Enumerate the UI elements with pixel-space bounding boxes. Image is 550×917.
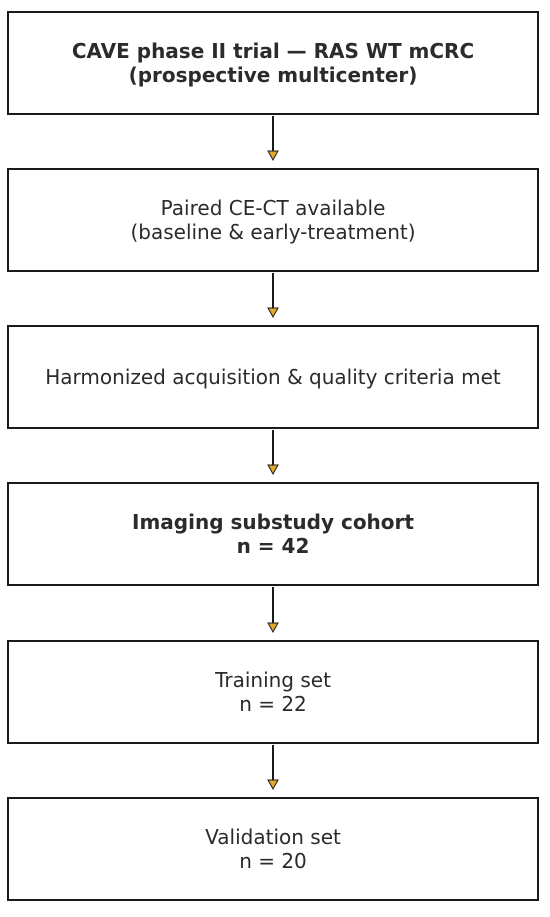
box-training-set-line1: Training set (215, 668, 331, 692)
box-imaging-substudy: Imaging substudy cohort n = 42 (7, 482, 539, 586)
arrow-3 (267, 430, 279, 476)
box-training-set: Training set n = 22 (7, 640, 539, 744)
box-validation-set-line2: n = 20 (239, 849, 307, 873)
box-paired-cect-line1: Paired CE-CT available (160, 196, 386, 220)
box-validation-set-line1: Validation set (205, 825, 341, 849)
box-training-set-line2: n = 22 (239, 692, 307, 716)
box-imaging-substudy-line2: n = 42 (236, 534, 310, 558)
box-cave-trial-line2: (prospective multicenter) (128, 63, 418, 87)
box-cave-trial: CAVE phase II trial — RAS WT mCRC (prosp… (7, 11, 539, 115)
arrow-4 (267, 587, 279, 634)
box-harmonized-criteria: Harmonized acquisition & quality criteri… (7, 325, 539, 429)
box-harmonized-criteria-line1: Harmonized acquisition & quality criteri… (45, 365, 501, 389)
box-paired-cect-line2: (baseline & early-treatment) (130, 220, 416, 244)
box-paired-cect: Paired CE-CT available (baseline & early… (7, 168, 539, 272)
arrow-5 (267, 745, 279, 791)
arrow-1 (267, 116, 279, 162)
box-cave-trial-line1: CAVE phase II trial — RAS WT mCRC (71, 39, 475, 63)
box-imaging-substudy-line1: Imaging substudy cohort (132, 510, 414, 534)
box-validation-set: Validation set n = 20 (7, 797, 539, 901)
arrow-2 (267, 273, 279, 319)
